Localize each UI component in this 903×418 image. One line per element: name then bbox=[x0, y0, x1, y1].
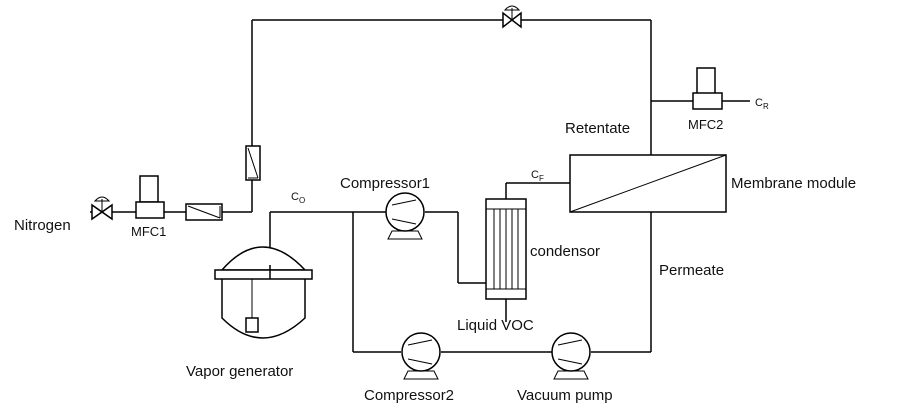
condensor-label: condensor bbox=[530, 243, 600, 260]
c0-sub: O bbox=[299, 196, 305, 205]
membrane-module-unit bbox=[569, 154, 727, 213]
piping bbox=[90, 19, 750, 353]
mfc2-unit bbox=[692, 67, 723, 110]
retentate-label: Retentate bbox=[565, 120, 630, 137]
compressor1-label: Compressor1 bbox=[340, 175, 430, 192]
cr-label: CR bbox=[755, 97, 769, 111]
condensor-unit bbox=[485, 198, 527, 300]
mfc1-label: MFC1 bbox=[131, 224, 166, 239]
vacuum-pump-label: Vacuum pump bbox=[517, 387, 613, 404]
vacuum-pump-unit bbox=[551, 332, 591, 380]
vapor-generator-label: Vapor generator bbox=[186, 363, 293, 380]
mfc1-unit bbox=[135, 175, 165, 219]
membrane-module-label: Membrane module bbox=[731, 175, 856, 192]
compressor1-unit bbox=[385, 192, 425, 240]
mfc2-label: MFC2 bbox=[688, 117, 723, 132]
nitrogen-label: Nitrogen bbox=[14, 217, 71, 234]
cf-label: CF bbox=[531, 169, 544, 183]
c0-main: C bbox=[291, 191, 299, 203]
cf-sub: F bbox=[539, 174, 544, 183]
vapor-generator-vessel bbox=[214, 246, 313, 339]
check-valve-bypass bbox=[245, 145, 261, 181]
c0-label: CO bbox=[291, 191, 305, 205]
nitrogen-needle-valve bbox=[91, 196, 113, 221]
bypass-needle-valve bbox=[502, 5, 522, 29]
cr-sub: R bbox=[763, 102, 769, 111]
check-valve-feed bbox=[185, 203, 223, 221]
compressor2-label: Compressor2 bbox=[364, 387, 454, 404]
compressor2-unit bbox=[401, 332, 441, 380]
cf-main: C bbox=[531, 169, 539, 181]
permeate-label: Permeate bbox=[659, 262, 724, 279]
cr-main: C bbox=[755, 97, 763, 109]
liquid-voc-label: Liquid VOC bbox=[457, 317, 534, 334]
